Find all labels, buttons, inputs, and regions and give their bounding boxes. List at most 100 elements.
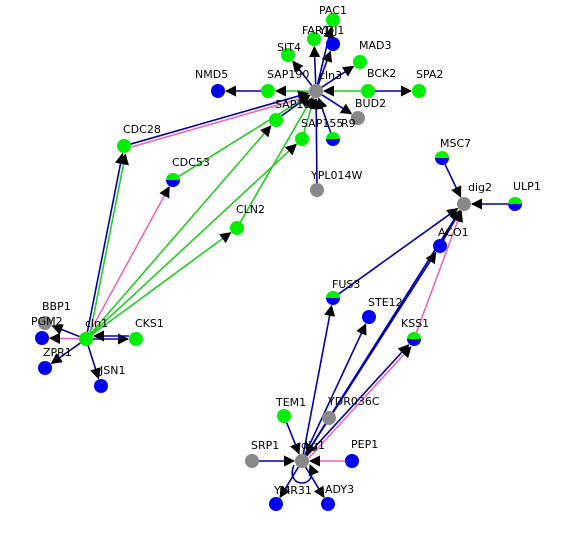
node-r9[interactable]: R9: [326, 117, 356, 146]
node-ulp1[interactable]: ULP1: [508, 180, 541, 211]
node-circle-pac1[interactable]: [326, 13, 340, 27]
node-circle-mad3[interactable]: [353, 55, 367, 69]
node-circle-nmd5[interactable]: [211, 84, 225, 98]
node-label-kss1: KSS1: [401, 317, 429, 330]
edge-cln3-to-far1: [309, 45, 321, 85]
edge-cln3-to-sit4: [292, 60, 313, 86]
node-ydj1[interactable]: YDJ1: [318, 24, 344, 51]
node-circle-dig2[interactable]: [457, 197, 471, 211]
node-circle-ady3[interactable]: [321, 497, 335, 511]
node-circle-srp1[interactable]: [245, 454, 259, 468]
node-cdc53[interactable]: CDC53: [166, 156, 210, 187]
node-label-cln2: CLN2: [236, 203, 265, 216]
node-dig2[interactable]: dig2: [457, 181, 492, 211]
node-label-dig2: dig2: [468, 181, 492, 194]
node-label-sap190: SAP190: [267, 68, 309, 81]
node-circle-cdc28[interactable]: [117, 139, 131, 153]
node-circle-spa2[interactable]: [412, 84, 426, 98]
node-circle-ydr036c[interactable]: [322, 411, 336, 425]
node-ypl014w[interactable]: YPL014W: [310, 169, 362, 197]
node-circle-ymr31[interactable]: [269, 497, 283, 511]
node-jsn1[interactable]: JSN1: [94, 364, 125, 393]
node-circle-tem1[interactable]: [277, 409, 291, 423]
node-circle-ste12[interactable]: [362, 310, 376, 324]
node-cln1[interactable]: cln1: [79, 317, 108, 346]
node-label-mad3: MAD3: [359, 39, 391, 52]
node-circle-cks1[interactable]: [129, 332, 143, 346]
node-label-cln1: cln1: [85, 317, 108, 330]
node-circle-ulp1[interactable]: [508, 197, 522, 211]
node-sap190[interactable]: SAP190: [261, 68, 309, 98]
node-circle-zpr1[interactable]: [38, 361, 52, 375]
node-kss1[interactable]: KSS1: [401, 317, 429, 346]
node-bud2[interactable]: BUD2: [351, 97, 386, 125]
node-circle-bud2[interactable]: [351, 111, 365, 125]
node-label-ydj1: YDJ1: [318, 24, 344, 37]
node-bbp1[interactable]: BBP1: [38, 300, 71, 330]
node-circle-cln3[interactable]: [309, 84, 323, 98]
node-circle-kss1[interactable]: [407, 332, 421, 346]
node-aco1[interactable]: ACO1: [433, 226, 469, 253]
node-cln2[interactable]: CLN2: [230, 203, 265, 235]
node-circle-dig1[interactable]: [295, 454, 309, 468]
edge-cln1-to-zpr1: [50, 342, 81, 365]
node-circle-r9[interactable]: [326, 132, 340, 146]
node-cln3[interactable]: cln3: [309, 69, 342, 98]
edge-cln1-to-jsn1: [87, 345, 101, 380]
node-msc7[interactable]: MSC7: [435, 137, 471, 165]
node-sap185[interactable]: SAP185: [269, 98, 317, 127]
node-circle-cdc53[interactable]: [166, 173, 180, 187]
node-circle-ydj1[interactable]: [326, 37, 340, 51]
node-circle-fus3[interactable]: [326, 291, 340, 305]
node-sap155[interactable]: SAP155: [295, 117, 343, 146]
node-pep1[interactable]: PEP1: [345, 438, 378, 468]
node-circle-msc7[interactable]: [435, 151, 449, 165]
node-label-aco1: ACO1: [438, 226, 469, 239]
node-label-bud2: BUD2: [355, 97, 386, 110]
node-circle-pgm2[interactable]: [35, 331, 49, 345]
node-dig1[interactable]: dig1: [295, 439, 325, 468]
node-ady3[interactable]: ADY3: [321, 483, 354, 511]
node-ydr036c[interactable]: YDR036C: [322, 395, 380, 425]
edge-dig1-to-kss1: [306, 344, 410, 457]
node-label-spa2: SPA2: [416, 68, 443, 81]
edge-cdc28-to-cln3: [130, 90, 310, 145]
node-sit4[interactable]: SIT4: [277, 41, 301, 62]
node-label-ydr036c: YDR036C: [327, 395, 380, 408]
node-ste12[interactable]: STE12: [362, 296, 403, 324]
node-label-ste12: STE12: [368, 296, 403, 309]
edge-tem1-to-dig1: [285, 422, 301, 455]
node-circle-sap185[interactable]: [269, 113, 283, 127]
node-pac1[interactable]: PAC1: [319, 4, 347, 27]
node-circle-cln1[interactable]: [79, 332, 93, 346]
node-zpr1[interactable]: ZPR1: [38, 346, 72, 375]
node-circle-sit4[interactable]: [281, 48, 295, 62]
edge-dig1-to-ste12: [304, 323, 367, 455]
node-spa2[interactable]: SPA2: [412, 68, 443, 98]
node-label-pgm2: PGM2: [31, 315, 63, 328]
edges-layer: [48, 26, 508, 499]
node-pgm2[interactable]: PGM2: [31, 315, 63, 345]
node-circle-aco1[interactable]: [433, 239, 447, 253]
node-circle-jsn1[interactable]: [94, 379, 108, 393]
node-circle-ypl014w[interactable]: [310, 183, 324, 197]
node-far1[interactable]: FAR1: [302, 24, 329, 46]
node-circle-sap190[interactable]: [261, 84, 275, 98]
node-circle-sap155[interactable]: [295, 132, 309, 146]
node-nmd5[interactable]: NMD5: [195, 68, 228, 98]
node-tem1[interactable]: TEM1: [275, 396, 306, 423]
node-fus3[interactable]: FUS3: [326, 278, 360, 305]
node-circle-cln2[interactable]: [230, 221, 244, 235]
node-circle-far1[interactable]: [307, 32, 321, 46]
node-bck2[interactable]: BCK2: [361, 67, 396, 98]
node-circle-bck2[interactable]: [361, 84, 375, 98]
node-circle-bbp1[interactable]: [38, 316, 52, 330]
node-srp1[interactable]: SRP1: [245, 439, 279, 468]
node-cdc28[interactable]: CDC28: [117, 123, 161, 153]
node-circle-pep1[interactable]: [345, 454, 359, 468]
node-ymr31[interactable]: YMR31: [269, 484, 312, 511]
node-mad3[interactable]: MAD3: [353, 39, 391, 69]
edge-cln1-to-cdc28: [89, 153, 129, 333]
node-cks1[interactable]: CKS1: [129, 317, 164, 346]
